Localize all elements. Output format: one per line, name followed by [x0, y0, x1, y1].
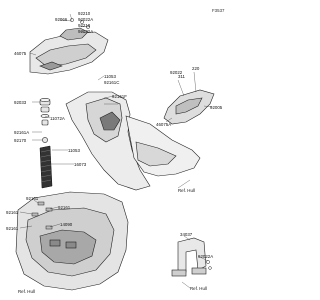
part-label-92161-b: 92161 [58, 205, 71, 210]
part-label-34037: 34037 [180, 232, 193, 237]
figure-code: F3537 [212, 8, 225, 13]
part-label-92170: 92170 [14, 138, 27, 143]
cap-part [39, 98, 51, 143]
ref-hull-label-3: Ref. Hull [18, 289, 35, 294]
part-label-11053-top: 11053 [104, 74, 116, 79]
hull-deck-part [65, 91, 201, 191]
part-label-92161-d: 92161 [6, 226, 19, 231]
part-label-92210-b: 92210 [78, 23, 91, 28]
part-label-11053-mid: 11053 [68, 148, 80, 153]
part-label-92022-right: 92022 [170, 70, 183, 75]
part-label-46075a: 46075A [156, 122, 172, 127]
ref-hull-label-1: Ref. Hull [178, 188, 195, 193]
hose-part [39, 145, 53, 189]
part-label-92005: 92005 [210, 105, 223, 110]
exploded-parts-diagram [15, 13, 215, 291]
side-cover-part [163, 89, 215, 125]
handle-bracket-part [171, 237, 207, 277]
part-label-92161c: 92161C [104, 80, 120, 85]
part-label-311: 311 [178, 74, 185, 79]
part-label-92066: 92066 [55, 17, 68, 22]
part-label-92033: 92033 [14, 100, 27, 105]
bracket-bolts [206, 260, 212, 270]
part-label-92161-a: 92161 [26, 196, 39, 201]
part-label-92022a: 92022A [78, 17, 94, 22]
part-label-46075: 46075 [14, 51, 27, 56]
part-label-92161a: 92161A [14, 130, 30, 135]
storage-cover-part [29, 27, 109, 75]
part-label-92022a-right: 92022A [198, 254, 214, 259]
part-label-92161-c: 92161 [6, 210, 19, 215]
part-label-14090: 14090 [60, 222, 73, 227]
part-label-11072a: 11072A [50, 116, 65, 121]
leader-lines [19, 13, 213, 289]
part-label-92161f: 92161F [112, 94, 127, 99]
ref-hull-label-2: Ref. Hull [190, 286, 207, 291]
grommet-parts [31, 201, 53, 230]
lower-hull-part [15, 191, 129, 291]
part-label-92022a-b: 92022A [78, 29, 94, 34]
part-label-16073: 16073 [74, 162, 87, 167]
part-label-92210: 92210 [78, 11, 91, 16]
part-label-220: 220 [192, 66, 200, 71]
